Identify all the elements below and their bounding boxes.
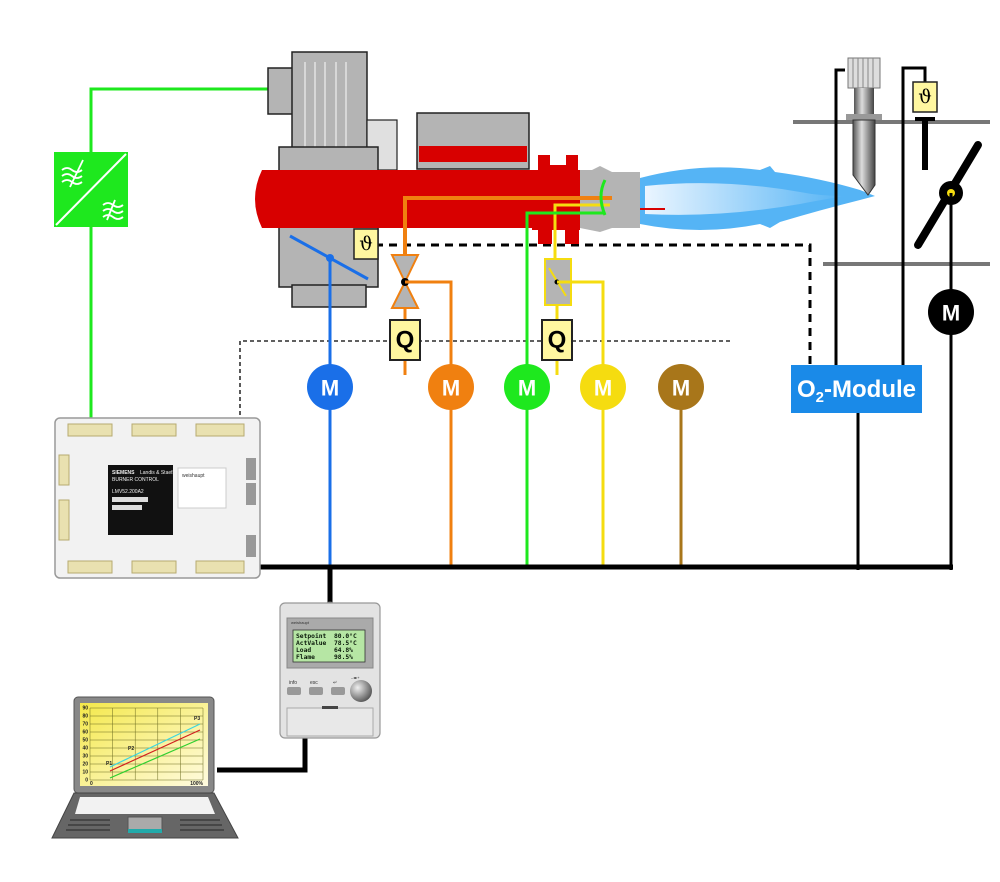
svg-text:Landis & Staefa: Landis & Staefa	[140, 470, 176, 476]
m-symbol: M	[442, 376, 460, 401]
lcd-flame-name: Flame	[296, 654, 315, 661]
curve-cyan	[109, 723, 201, 768]
lcd-setpoint-value: 80.0°C	[334, 632, 357, 640]
y-tick-label: 40	[82, 746, 88, 752]
y-tick-label: 50	[82, 738, 88, 744]
lcd-screen	[292, 629, 366, 663]
flue-temp-sensor[interactable]: ϑ	[901, 66, 938, 385]
svg-text:LMV52.200A2: LMV52.200A2	[112, 489, 144, 495]
y-tick-label: 70	[82, 722, 88, 728]
o2-probe[interactable]	[834, 57, 882, 385]
frequency-converter[interactable]	[54, 152, 128, 227]
m-symbol: M	[518, 376, 536, 401]
burner-flange	[532, 155, 580, 244]
m-symbol: M	[672, 376, 690, 401]
esc-button[interactable]	[309, 687, 323, 695]
point-label: P3	[194, 716, 200, 722]
theta-symbol: ϑ	[359, 233, 373, 255]
fan-motor-terminal	[267, 67, 295, 115]
terminal-connectors	[58, 423, 245, 574]
q-symbol: Q	[548, 327, 567, 354]
svg-text:info: info	[289, 680, 297, 686]
gas-valve[interactable]	[544, 258, 605, 380]
lcd-load-name: Load	[296, 647, 311, 654]
burner-assembly: ϑ	[255, 51, 640, 308]
y-tick-label: 0	[85, 778, 88, 784]
point-label: P2	[128, 746, 134, 752]
svg-text:weishaupt: weishaupt	[291, 620, 310, 625]
o2-module[interactable]: O2-Module	[791, 365, 922, 570]
touchpad	[127, 816, 163, 832]
y-tick-label: 80	[82, 714, 88, 720]
lcd-flame-value: 98.5%	[334, 654, 353, 661]
m-symbol: M	[594, 376, 612, 401]
fuel-lines	[403, 179, 612, 365]
theta-symbol: ϑ	[918, 86, 932, 108]
main-bus	[217, 564, 953, 773]
air-damper-actuator[interactable]: M	[307, 364, 353, 410]
ignition-wiring	[89, 87, 270, 420]
svg-text:↵: ↵	[333, 680, 337, 686]
svg-text:BURNER CONTROL: BURNER CONTROL	[112, 477, 159, 483]
lcd-setpoint-name: Setpoint	[296, 632, 327, 640]
info-button[interactable]	[287, 687, 301, 695]
curve-green	[109, 738, 201, 779]
actuator-wiring	[328, 258, 683, 575]
laptop-keyboard	[75, 797, 215, 814]
point-label: P1	[106, 761, 112, 767]
x-tick-label: 100%	[190, 781, 203, 787]
svg-text:weishaupt: weishaupt	[182, 473, 205, 479]
fan-motor	[291, 51, 368, 149]
gas-actuator[interactable]: M	[580, 364, 626, 410]
display-unit[interactable]: weishaupt Setpoint 80.0°C ActValue 78.5°…	[279, 601, 381, 739]
curve-red	[109, 729, 201, 772]
lcd-actvalue-value: 78.5°C	[334, 639, 357, 647]
oil-valve[interactable]	[390, 254, 453, 380]
y-tick-label: 20	[82, 762, 88, 768]
flue-damper-actuator[interactable]: M	[928, 289, 974, 335]
flue-damper[interactable]	[914, 141, 982, 570]
y-tick-label: 60	[82, 730, 88, 736]
burner-temp-sensor[interactable]: ϑ	[353, 228, 379, 260]
m-symbol: M	[942, 301, 960, 326]
y-tick-label: 10	[82, 770, 88, 776]
burner-controller[interactable]: SIEMENS Landis & Staefa BURNER CONTROL L…	[54, 417, 261, 579]
ignition-actuator[interactable]: M	[504, 364, 550, 410]
enter-button[interactable]	[331, 687, 345, 695]
x-tick-label: 0	[90, 781, 93, 787]
o2-module-label: O2-Module	[797, 376, 916, 406]
y-tick-label: 30	[82, 754, 88, 760]
svg-text:–◂▸+: –◂▸+	[351, 675, 360, 680]
rotary-knob[interactable]	[350, 680, 372, 702]
flue-section: ϑ	[793, 57, 990, 570]
q-symbol: Q	[396, 327, 415, 354]
ac-wave-icon	[61, 159, 124, 221]
aux-actuator[interactable]: M	[658, 364, 704, 410]
lcd-actvalue-name: ActValue	[296, 640, 327, 647]
gas-flow-meter[interactable]: Q	[541, 319, 573, 361]
oil-actuator[interactable]: M	[428, 364, 474, 410]
flame	[640, 166, 875, 230]
svg-text:SIEMENS: SIEMENS	[112, 470, 135, 476]
m-symbol: M	[321, 376, 339, 401]
svg-text:esc: esc	[310, 680, 318, 686]
lcd-load-value: 64.8%	[334, 647, 353, 654]
y-tick-label: 90	[82, 706, 88, 712]
oil-flow-meter[interactable]: Q	[389, 319, 421, 361]
